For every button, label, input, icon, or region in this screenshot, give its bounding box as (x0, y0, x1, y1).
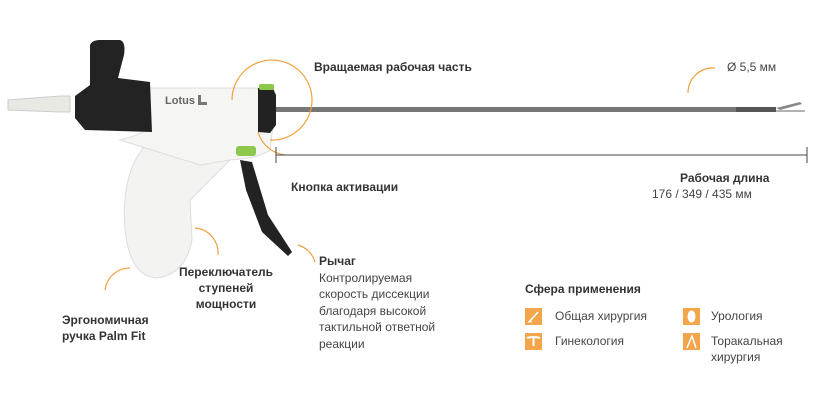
application-item: Гинекология (555, 334, 625, 348)
lever (240, 160, 292, 256)
lever-desc-line: Контролируемая (319, 270, 413, 285)
rotating-part-label: Вращаемая рабочая часть (314, 60, 472, 74)
lever-desc-line: благодаря высокой (319, 303, 427, 318)
rotation-knob (258, 86, 276, 133)
rear-housing (75, 40, 152, 132)
power-switch-label: Переключатель ступеней мощности (176, 264, 276, 312)
power-switch-line: Переключатель (178, 265, 274, 279)
lever-desc-line: скорость диссекции (319, 287, 430, 301)
grip-label: Эргономичная ручка Palm Fit (62, 312, 149, 344)
lung-icon (683, 333, 700, 350)
callout-arcs (104, 59, 716, 291)
power-switch-line: ступеней (198, 281, 254, 295)
activation-button (236, 146, 256, 156)
scalpel-icon (525, 308, 542, 325)
brand-logo: Lotus (165, 95, 195, 107)
palm-grip (123, 139, 231, 279)
lever-callout: Рычаг Контролируемая скорость диссекции … (319, 253, 435, 352)
kidney-icon (683, 308, 700, 325)
working-length-title: Рабочая длина (680, 171, 770, 185)
applications-title: Сфера применения (525, 282, 641, 296)
grip-line: Эргономичная (62, 313, 149, 327)
lever-title: Рычаг (319, 254, 356, 268)
uterus-icon (525, 333, 542, 350)
cable (7, 95, 71, 113)
diameter-label: Ø 5,5 мм (727, 60, 777, 74)
dimension-line (275, 147, 808, 163)
jaws (776, 102, 802, 110)
grip-line: ручка Palm Fit (62, 329, 146, 343)
lever-desc-line: реакции (319, 336, 365, 351)
lever-desc-line: тактильной ответной (319, 320, 436, 334)
application-item: Урология (711, 309, 763, 323)
shaft (276, 107, 736, 112)
application-item: Торакальная хирургия (711, 334, 783, 364)
working-length-values: 176 / 349 / 435 мм (652, 187, 752, 201)
application-item: Общая хирургия (555, 309, 647, 323)
activation-button-label: Кнопка активации (291, 180, 399, 194)
power-switch-line: мощности (195, 297, 257, 311)
